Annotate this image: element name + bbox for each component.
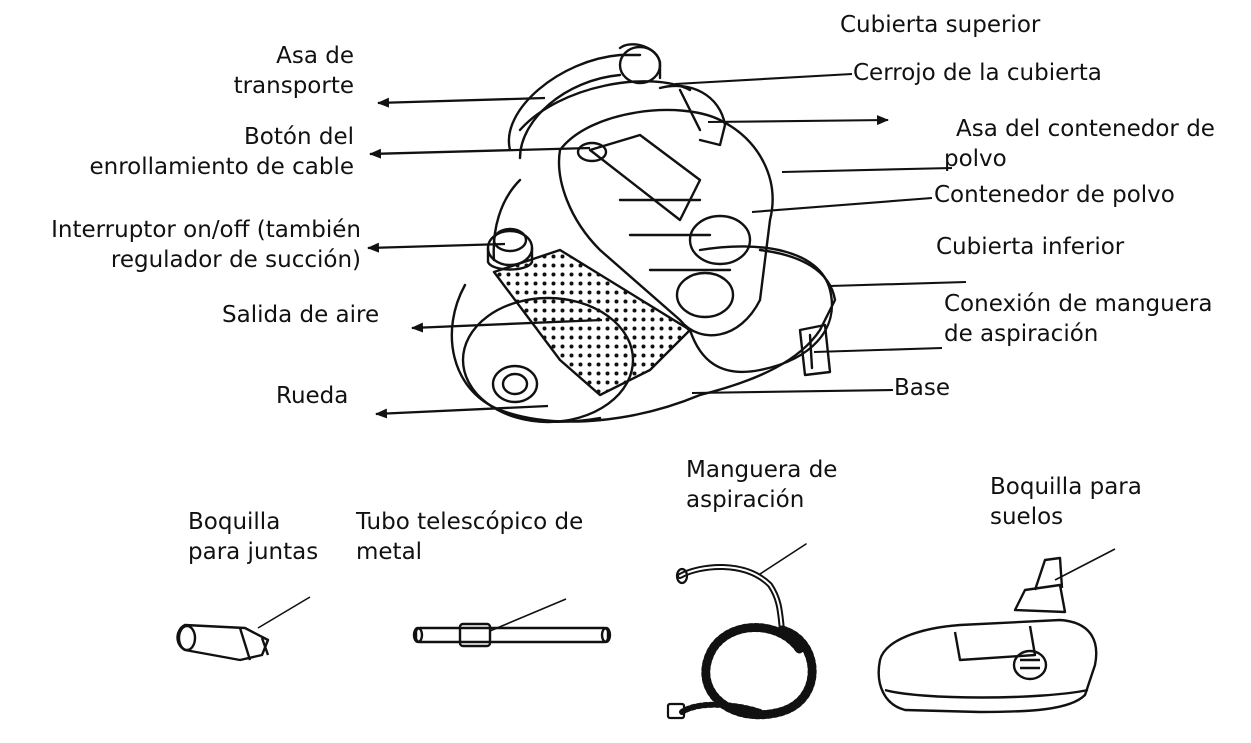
- line-cubierta-superior: [781, 166, 953, 174]
- label-cubierta-superior: Cubierta superior: [840, 12, 1041, 38]
- dust-container: [557, 108, 774, 337]
- label-cubierta-inferior: Cubierta inferior: [936, 234, 1125, 260]
- label-tubo-telescopico: Tubo telescópico de metal: [356, 509, 584, 565]
- label-cerrojo-cubierta: Cerrojo de la cubierta: [853, 60, 1102, 86]
- label-boton-enrollamiento: Botón del enrollamiento de cable: [89, 124, 355, 180]
- air-outlet-grille: [492, 248, 692, 397]
- line-conexion: [813, 346, 943, 354]
- label-boquilla-suelos: Boquilla para suelos: [990, 474, 1142, 530]
- arrow-boton-cable: [369, 146, 591, 159]
- label-manguera: Manguera de aspiración: [686, 457, 838, 513]
- label-base: Base: [894, 375, 951, 401]
- dust-container-handle: [658, 84, 727, 147]
- wheel: [491, 364, 539, 404]
- arrow-asa-contenedor: [707, 115, 889, 126]
- label-conexion-manguera: Conexión de manguera de aspiración: [944, 291, 1213, 347]
- right-leaders: [674, 72, 967, 395]
- hose-illustration: [666, 543, 817, 720]
- label-asa-transporte: Asa de transporte: [233, 43, 354, 99]
- carry-handle: [507, 53, 642, 152]
- line-base: [691, 388, 894, 395]
- hose-connection: [798, 323, 832, 377]
- arrow-salida-aire: [411, 318, 603, 333]
- vacuum-illustration: [450, 43, 837, 424]
- label-boquilla-juntas: Boquilla para juntas: [188, 509, 319, 565]
- left-leaders: [367, 96, 603, 419]
- arrow-asa-transporte: [377, 96, 546, 108]
- label-salida-aire: Salida de aire: [222, 302, 380, 328]
- base-shell: [450, 248, 837, 423]
- crevice-nozzle-illustration: [176, 596, 311, 662]
- label-rueda: Rueda: [276, 383, 349, 409]
- arrow-interruptor: [367, 242, 506, 253]
- line-contenedor: [751, 196, 933, 214]
- arrow-rueda: [375, 404, 549, 419]
- telescopic-tube-illustration: [412, 598, 612, 648]
- cord-button: [576, 141, 608, 163]
- line-cubierta-inferior: [829, 280, 967, 288]
- line-cerrojo: [674, 72, 853, 86]
- label-contenedor-polvo: Contenedor de polvo: [934, 182, 1175, 208]
- label-interruptor: Interruptor on/off (también regulador de…: [51, 217, 361, 273]
- floor-nozzle-illustration: [877, 548, 1116, 714]
- top-cover: [518, 80, 692, 132]
- label-asa-contenedor: Asa del contenedor de polvo: [944, 116, 1215, 172]
